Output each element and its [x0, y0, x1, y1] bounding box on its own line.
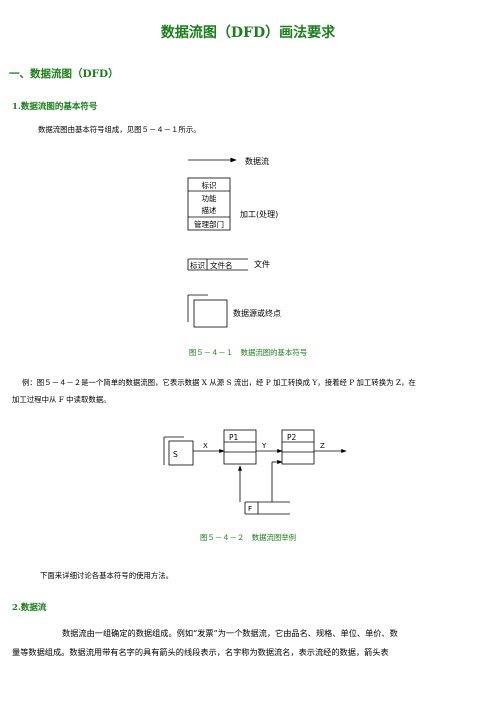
file-f-label: F [248, 505, 252, 513]
flow-y-label: Y [261, 442, 267, 450]
process-p1-box [223, 429, 257, 465]
process-label: 加工(处理) [240, 209, 278, 219]
process-row-function: 功能 [202, 193, 217, 203]
process-row-dept: 管理部门 [194, 219, 224, 229]
file-id: 标识 [190, 260, 205, 270]
symbols-intro-text: 数据流图由基本符号组成，见图５－４－１所示。 [38, 125, 201, 134]
process-p1-label: P1 [229, 433, 239, 442]
dataflow-text-line2: 量等数据组成。数据流用带有名字的具有箭头的线段表示，名字称为数据流名，表示流经的… [12, 647, 389, 657]
process-p2-label: P2 [287, 433, 297, 442]
source-box [193, 299, 228, 328]
subsection-heading-symbols: 1.数据流图的基本符号 [12, 102, 98, 112]
file-name: 文件名 [210, 260, 233, 270]
subsection-heading-dataflow: 2.数据流 [12, 603, 47, 613]
figure2-caption: 图５－４－２ 数据流图举例 [199, 533, 297, 542]
source-s-label: S [173, 450, 178, 459]
file-label: 文件 [254, 259, 270, 269]
process-box [187, 177, 231, 231]
source-s-box [168, 440, 194, 466]
dataflow-label: 数据流 [245, 156, 269, 166]
page-title: 数据流图（DFD）画法要求 [160, 25, 336, 41]
section-heading-dfd: 一、数据流图（DFD） [9, 68, 119, 80]
usage-text: 下面来详细讨论各基本符号的使用方法。 [40, 571, 174, 580]
flow-z-label: Z [320, 442, 325, 450]
process-row-desc: 描述 [202, 205, 217, 215]
source-label: 数据源或终点 [233, 308, 281, 318]
process-p2-box [281, 429, 315, 465]
figure1-caption: 图５－４－１ 数据流图的基本符号 [188, 348, 308, 357]
flow-x-label: X [203, 442, 208, 450]
dataflow-text-line1: 数据流由一组确定的数据组成。例如“发票”为一个数据流，它由品名、规格、单位、单价… [62, 628, 398, 638]
example-text-line2: 加工过程中从 F 中读取数据。 [12, 395, 111, 404]
example-text-line1: 例：图５－４－２是一个简单的数据流图，它表示数据 X 从源 S 流出，经 P 加… [22, 378, 416, 387]
process-row-id: 标识 [202, 180, 217, 190]
